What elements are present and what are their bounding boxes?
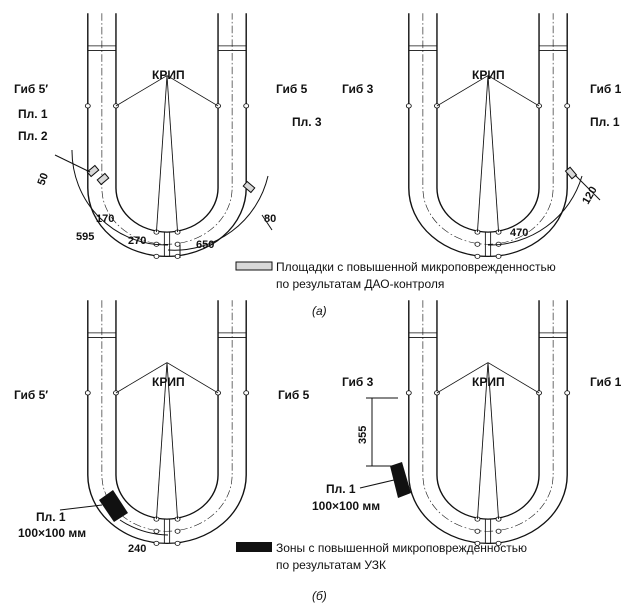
pipe-bend-b-left	[59, 299, 250, 547]
bend-label-1-b: Гиб 1	[590, 375, 622, 389]
dimension-lines-a-left	[54, 149, 273, 258]
dim-595: 595	[76, 231, 94, 243]
dim-470: 470	[510, 227, 528, 239]
pad-label-pl1-a-left: Пл. 1	[18, 107, 48, 121]
zone-label-pl1-b-left: Пл. 1	[36, 510, 66, 524]
caption-b: (б)	[312, 589, 327, 603]
krip-label-a-left: КРИП	[152, 68, 185, 82]
damage-zone-b-left	[99, 490, 128, 522]
pad-label-pl3-a-left: Пл. 3	[292, 115, 322, 129]
legend-b-line1: Зоны с повышенной микроповрежденностью	[276, 541, 527, 555]
dimension-lines-b-right	[359, 397, 398, 489]
bend-label-5prime-a: Гиб 5′	[14, 82, 48, 96]
bend-label-5prime-b: Гиб 5′	[14, 388, 48, 402]
krip-label-b-right: КРИП	[472, 375, 505, 389]
dimension-lines-a-right	[487, 174, 601, 246]
dim-355: 355	[357, 426, 369, 444]
dim-270: 270	[128, 235, 146, 247]
dim-240: 240	[128, 543, 146, 555]
bend-label-5-a: Гиб 5	[276, 82, 308, 96]
legend-a-line1: Площадки с повышенной микроповрежденност…	[276, 260, 556, 274]
krip-label-b-left: КРИП	[152, 375, 185, 389]
bend-label-3-a: Гиб 3	[342, 82, 374, 96]
bend-label-5-b: Гиб 5	[278, 388, 310, 402]
legend-swatch-uzk	[236, 542, 272, 552]
bend-label-3-b: Гиб 3	[342, 375, 374, 389]
dim-170: 170	[96, 213, 114, 225]
legend-swatch-dao	[235, 261, 273, 271]
damage-area-a-right	[564, 166, 578, 180]
legend-b-line2: по результатам УЗК	[276, 558, 386, 572]
dimension-lines-b-left	[59, 504, 169, 536]
pad-label-pl2-a-left: Пл. 2	[18, 129, 48, 143]
dim-80: 80	[264, 213, 276, 225]
dim-120: 120	[580, 185, 600, 207]
dim-650: 650	[196, 239, 214, 251]
dim-50: 50	[36, 171, 51, 187]
bend-label-1-a: Гиб 1	[590, 82, 622, 96]
pad-label-pl1-a-right: Пл. 1	[590, 115, 620, 129]
zone-size-b-left: 100×100 мм	[18, 526, 86, 540]
krip-label-a-right: КРИП	[472, 68, 505, 82]
pipe-bend-a-right	[405, 12, 601, 260]
caption-a: (а)	[312, 304, 327, 318]
pipe-bend-a-left	[54, 12, 273, 260]
legend-a-line2: по результатам ДАО-контроля	[276, 277, 444, 291]
zone-size-b-right: 100×100 мм	[312, 499, 380, 513]
zone-label-pl1-b-right: Пл. 1	[326, 482, 356, 496]
damage-zone-b-right	[390, 462, 411, 498]
pipe-bend-b-right	[359, 299, 571, 547]
damage-area-a-left	[86, 164, 256, 194]
